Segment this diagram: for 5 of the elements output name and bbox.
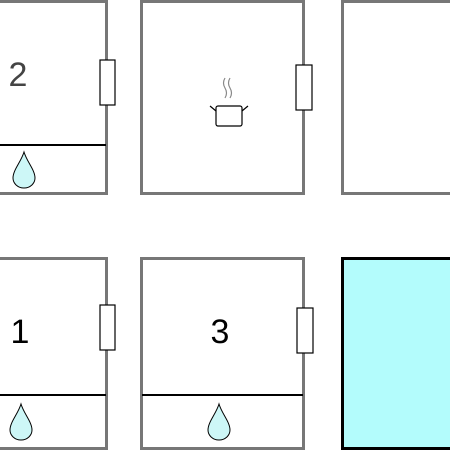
room-number: 2 bbox=[8, 58, 28, 92]
room-outline bbox=[341, 0, 450, 195]
room-number: 3 bbox=[210, 315, 230, 349]
filled-rectangle bbox=[341, 257, 450, 450]
room-number: 1 bbox=[10, 315, 30, 349]
